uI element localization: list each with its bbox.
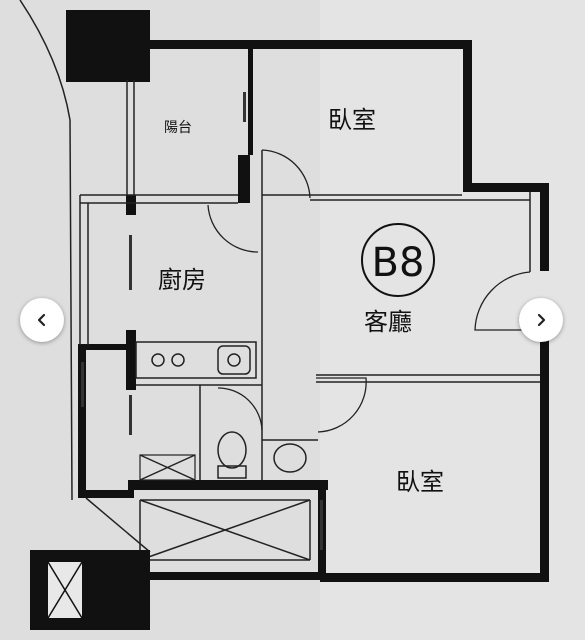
unit-badge bbox=[361, 223, 435, 297]
unit-code: B8 bbox=[372, 240, 425, 286]
room-label-bedroom-bottom: 臥室 bbox=[396, 468, 444, 496]
room-label-kitchen: 廚房 bbox=[158, 266, 206, 294]
room-label-living: 客廳 bbox=[364, 308, 412, 336]
bathroom-fixtures bbox=[139, 431, 307, 481]
column-top-left bbox=[66, 10, 150, 82]
column-bottom-left bbox=[30, 550, 150, 630]
prev-image-button[interactable] bbox=[20, 298, 64, 342]
site-curve bbox=[19, 0, 73, 501]
doors bbox=[207, 149, 540, 433]
chevron-right-icon bbox=[537, 313, 546, 327]
kitchen-counter bbox=[135, 341, 257, 379]
next-image-button[interactable] bbox=[519, 298, 563, 342]
room-label-bedroom-top: 臥室 bbox=[328, 106, 376, 134]
partition-lines bbox=[79, 80, 540, 561]
room-label-balcony: 陽台 bbox=[164, 120, 192, 136]
outer-walls bbox=[78, 40, 549, 582]
windows bbox=[81, 92, 323, 550]
chevron-left-icon bbox=[37, 313, 46, 327]
